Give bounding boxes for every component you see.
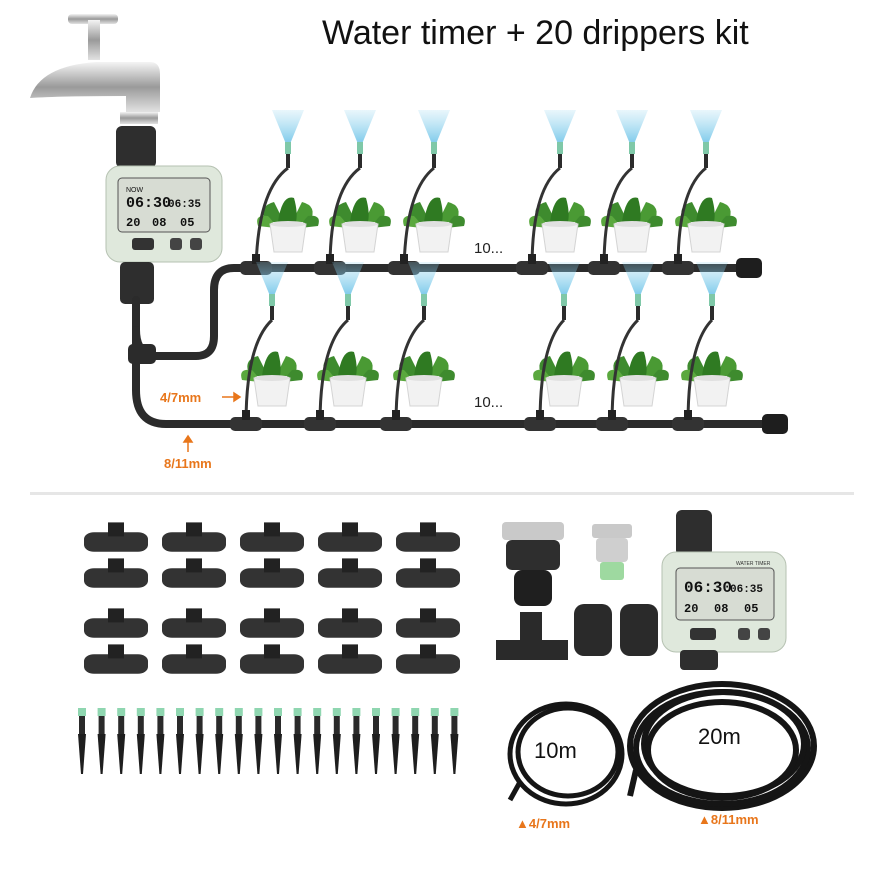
tee-connector — [84, 558, 148, 588]
drip-stake — [411, 708, 420, 774]
row-count-bottom: 10... — [474, 394, 504, 411]
tee-connector — [318, 644, 382, 674]
page-title: Water timer + 20 drippers kit — [322, 14, 749, 52]
drip-stake — [391, 708, 400, 774]
drip-stake — [450, 708, 459, 774]
coil-large-spec: ▲8/11mm — [698, 812, 759, 827]
label-arrows — [182, 391, 242, 452]
coil-large-length: 20m — [698, 724, 741, 749]
drip-stake — [136, 708, 145, 774]
product-screen-long: 20 — [684, 602, 698, 616]
tee-connector — [162, 558, 226, 588]
tee-connector — [318, 558, 382, 588]
drip-stake — [332, 708, 341, 774]
drip-stake — [274, 708, 282, 774]
faucet — [30, 14, 160, 124]
tee-connector — [84, 608, 148, 638]
screen-next-start: 05 — [180, 216, 194, 230]
row-count-top: 10... — [474, 240, 504, 257]
tee-connectors — [84, 522, 460, 674]
tee-connector — [396, 522, 460, 552]
drip-stake — [352, 708, 361, 774]
screen-how-often: 08 — [152, 216, 166, 230]
product-screen-start: 06:35 — [730, 584, 763, 596]
screen-time: 06:30 — [126, 195, 171, 212]
drip-stakes — [78, 708, 459, 774]
tee-connector — [162, 522, 226, 552]
coil-small-spec: ▲4/7mm — [516, 816, 571, 831]
drip-stake — [254, 708, 263, 774]
drip-stake — [156, 708, 165, 774]
tee-connector — [396, 608, 460, 638]
section-divider — [30, 492, 854, 495]
tee-connector — [84, 644, 148, 674]
coil-small-length: 10m — [534, 738, 577, 763]
tee-connector — [396, 558, 460, 588]
tee-connector — [240, 608, 304, 638]
drip-stake — [430, 708, 439, 774]
product-screen-next: 05 — [744, 602, 758, 616]
drip-stake — [195, 708, 204, 774]
drip-stake — [176, 708, 184, 774]
tee-connector — [396, 644, 460, 674]
screen-start-time: 06:35 — [168, 199, 201, 211]
water-timer-installed: NOW 06:30 06:35 20 08 05 — [105, 126, 223, 304]
product-screen-time: 06:30 — [684, 579, 732, 597]
drip-stake — [313, 708, 322, 774]
tee-connector — [318, 522, 382, 552]
tube-large-label: 8/11mm — [164, 456, 212, 471]
plant-row-top — [240, 110, 738, 275]
drip-stake — [293, 708, 302, 774]
screen-how-long: 20 — [126, 216, 140, 230]
plant-row-bottom — [230, 262, 744, 431]
faucet-adapters — [496, 522, 658, 660]
drip-stake — [117, 708, 126, 774]
water-timer-product: WATER TIMER 06:30 06:35 20 08 05 — [661, 510, 787, 670]
tube-coil-large — [627, 681, 817, 811]
drip-stake — [215, 708, 224, 774]
drip-stake — [234, 708, 243, 774]
tee-connector — [162, 608, 226, 638]
tee-connector — [318, 608, 382, 638]
drip-stake — [97, 708, 106, 774]
product-screen-often: 08 — [714, 602, 728, 616]
screen-now-label: NOW — [126, 187, 144, 194]
drip-stake — [372, 708, 380, 774]
tube-small-label: 4/7mm — [160, 390, 202, 405]
tee-connector — [84, 522, 148, 552]
timer-brand-label: WATER TIMER — [736, 561, 771, 567]
main-tubing — [132, 264, 774, 428]
drip-stake — [78, 708, 86, 774]
tee-connector — [240, 558, 304, 588]
tube-coil-small — [507, 701, 625, 807]
tee-connector — [240, 522, 304, 552]
tee-connector — [240, 644, 304, 674]
tee-connector — [162, 644, 226, 674]
